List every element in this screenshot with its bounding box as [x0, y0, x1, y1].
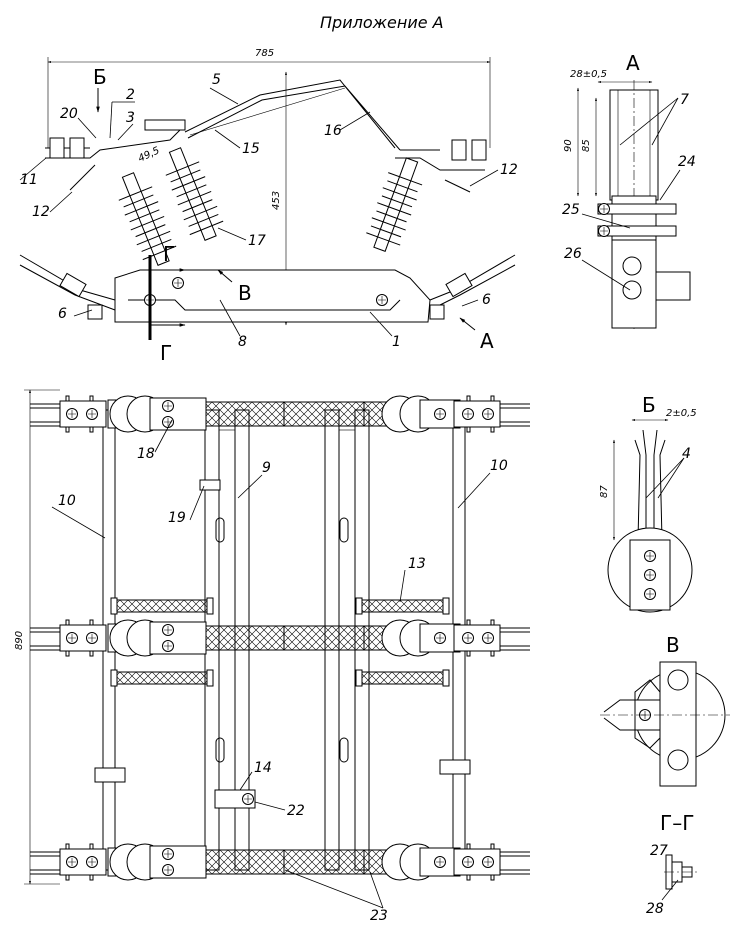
page-title: Приложение А	[320, 13, 444, 32]
callout-25: 25	[562, 202, 580, 218]
section-gg-title: Г–Г	[660, 811, 694, 835]
callout-17: 17	[248, 233, 266, 249]
section-g-g: Г–Г 27 28	[646, 811, 700, 917]
dim-view-a-h2: 85	[581, 139, 592, 152]
dim-height: 453	[271, 191, 282, 210]
dim-view-b-gap: 2±0,5	[666, 408, 697, 419]
detail-view-v: В	[600, 633, 730, 787]
callout-27: 27	[650, 843, 668, 859]
callout-10-left: 10	[58, 493, 76, 509]
callout-7: 7	[680, 92, 689, 108]
plan-view: 890	[14, 389, 530, 924]
callout-2: 2	[126, 87, 135, 103]
view-a-title: А	[626, 51, 640, 75]
section-mark-g-top: Г	[163, 242, 175, 266]
callout-6-right: 6	[482, 292, 491, 308]
callout-14: 14	[254, 760, 272, 776]
dim-view-a-gap: 28±0,5	[570, 69, 607, 80]
side-elevation-view: 785 453 49,5	[19, 48, 518, 365]
view-v-title: В	[666, 633, 680, 657]
callout-26: 26	[564, 246, 582, 262]
callout-12-right: 12	[500, 162, 518, 178]
callout-22: 22	[287, 803, 305, 819]
callout-28: 28	[646, 901, 664, 917]
callout-20: 20	[60, 106, 78, 122]
dim-view-a-h1: 90	[563, 139, 574, 152]
callout-24: 24	[678, 154, 696, 170]
dim-plan-length: 890	[14, 631, 25, 650]
view-mark-v: В	[238, 281, 252, 305]
callout-18: 18	[137, 446, 155, 462]
callout-15: 15	[242, 141, 260, 157]
callout-9: 9	[262, 460, 271, 476]
callout-13: 13	[408, 556, 426, 572]
view-b-title: Б	[642, 393, 656, 417]
callout-11: 11	[20, 172, 38, 188]
callout-1: 1	[392, 334, 401, 350]
view-mark-a: А	[480, 329, 494, 353]
dim-angle: 49,5	[137, 145, 162, 164]
callout-12-left: 12	[32, 204, 50, 220]
detail-view-b: Б 2±0,5 87 4	[599, 393, 697, 613]
callout-10-right: 10	[490, 458, 508, 474]
callout-5: 5	[212, 72, 221, 88]
callout-4: 4	[682, 446, 691, 462]
callout-23: 23	[370, 908, 388, 924]
view-mark-b: Б	[93, 65, 107, 89]
callout-8: 8	[238, 334, 247, 350]
dim-overall-width: 785	[255, 48, 274, 59]
callout-19: 19	[168, 510, 186, 526]
callout-6-left: 6	[58, 306, 67, 322]
callout-16: 16	[324, 123, 342, 139]
detail-view-a: А 28±0,5 90 85 7 24 25 26	[562, 51, 696, 330]
dim-view-b-h: 87	[599, 485, 610, 498]
callout-3: 3	[126, 110, 135, 126]
section-mark-g-bottom: Г	[160, 341, 172, 365]
